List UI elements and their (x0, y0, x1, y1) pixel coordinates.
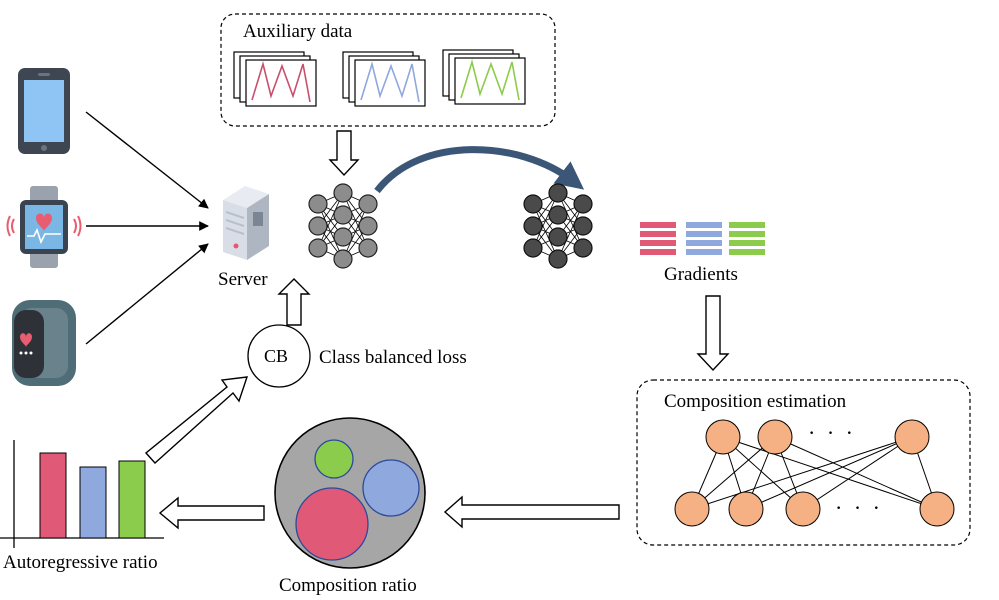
nn-node (358, 216, 378, 236)
autoregressive-bar-blue (79, 466, 107, 539)
nn-node (523, 216, 543, 236)
composition-green-circle (314, 439, 354, 479)
smartphone-icon (18, 68, 70, 154)
auxiliary-red-signal-stack (233, 51, 317, 107)
diagonal-arrow-bars-to-cb (144, 376, 249, 464)
class-balanced-loss-label: Class balanced loss (319, 347, 467, 368)
right-neural-network (523, 183, 593, 269)
nn-node (573, 194, 593, 214)
estimation-node (894, 419, 930, 455)
nn-edge (557, 203, 584, 260)
nn-edge (342, 203, 369, 260)
server-icon (223, 186, 269, 260)
gradients-label: Gradients (664, 264, 738, 285)
composition-red-circle (295, 487, 369, 561)
autoregressive-bar-green (118, 460, 146, 539)
nn-node (523, 194, 543, 214)
nn-node (333, 183, 353, 203)
bipartite-edge (691, 436, 776, 510)
nn-node (523, 238, 543, 258)
estimation-node (785, 491, 821, 527)
nn-edge (532, 192, 559, 249)
bipartite-edge (774, 436, 938, 510)
bipartite-edge (802, 436, 913, 510)
auxiliary-green-signal-stack (442, 49, 526, 105)
nn-node (358, 194, 378, 214)
server-label: Server (218, 269, 268, 290)
left-arrow-composition (158, 496, 265, 530)
estimation-node (919, 491, 955, 527)
nn-node (333, 205, 353, 225)
nn-node (358, 238, 378, 258)
smartwatch-icon (6, 186, 82, 268)
nn-node (548, 227, 568, 247)
left-neural-network (308, 183, 378, 269)
autoregressive-bars (39, 452, 146, 539)
auxiliary-data-label: Auxiliary data (243, 21, 353, 42)
estimation-node (728, 491, 764, 527)
fitness-band-icon (12, 300, 76, 386)
cb-circle (247, 324, 311, 388)
composition-estimation-label: Composition estimation (664, 391, 847, 412)
up-arrow-cb (277, 278, 311, 326)
estimation-node (674, 491, 710, 527)
autoregressive-bar-red (39, 452, 67, 539)
left-arrow-estimation (443, 495, 620, 529)
transfer-curved-arrow (374, 146, 585, 194)
nn-node (333, 227, 353, 247)
cb-label: CB (264, 346, 289, 366)
down-arrow-gradients (696, 295, 730, 372)
composition-blue-circle (362, 459, 420, 517)
nn-edge (317, 192, 344, 249)
gradient-green-bars (729, 222, 765, 255)
composition-ratio-label: Composition ratio (279, 575, 417, 596)
bipartite-edge (691, 436, 913, 510)
gradient-red-bars (640, 222, 676, 255)
estimation-node (757, 419, 793, 455)
nn-node (548, 249, 568, 269)
nn-node (548, 183, 568, 203)
composition-estimation-box (636, 379, 971, 546)
auxiliary-blue-signal-stack (342, 51, 426, 107)
nn-node (308, 216, 328, 236)
nn-node (573, 238, 593, 258)
estimation-node (705, 419, 741, 455)
ellipsis-bottom: · · · (835, 495, 883, 520)
gradient-blue-bars (686, 222, 722, 255)
ellipsis-top: · · · (808, 420, 856, 445)
nn-node (548, 205, 568, 225)
nn-node (333, 249, 353, 269)
nn-node (573, 216, 593, 236)
nn-node (308, 194, 328, 214)
autoregressive-ratio-label: Autoregressive ratio (3, 552, 158, 573)
bipartite-network (674, 419, 955, 527)
bipartite-edge (745, 436, 913, 510)
bipartite-edge (722, 436, 804, 510)
down-arrow-aux (328, 130, 360, 177)
phone-arrow (85, 111, 209, 209)
nn-node (308, 238, 328, 258)
band-arrow (85, 243, 209, 345)
